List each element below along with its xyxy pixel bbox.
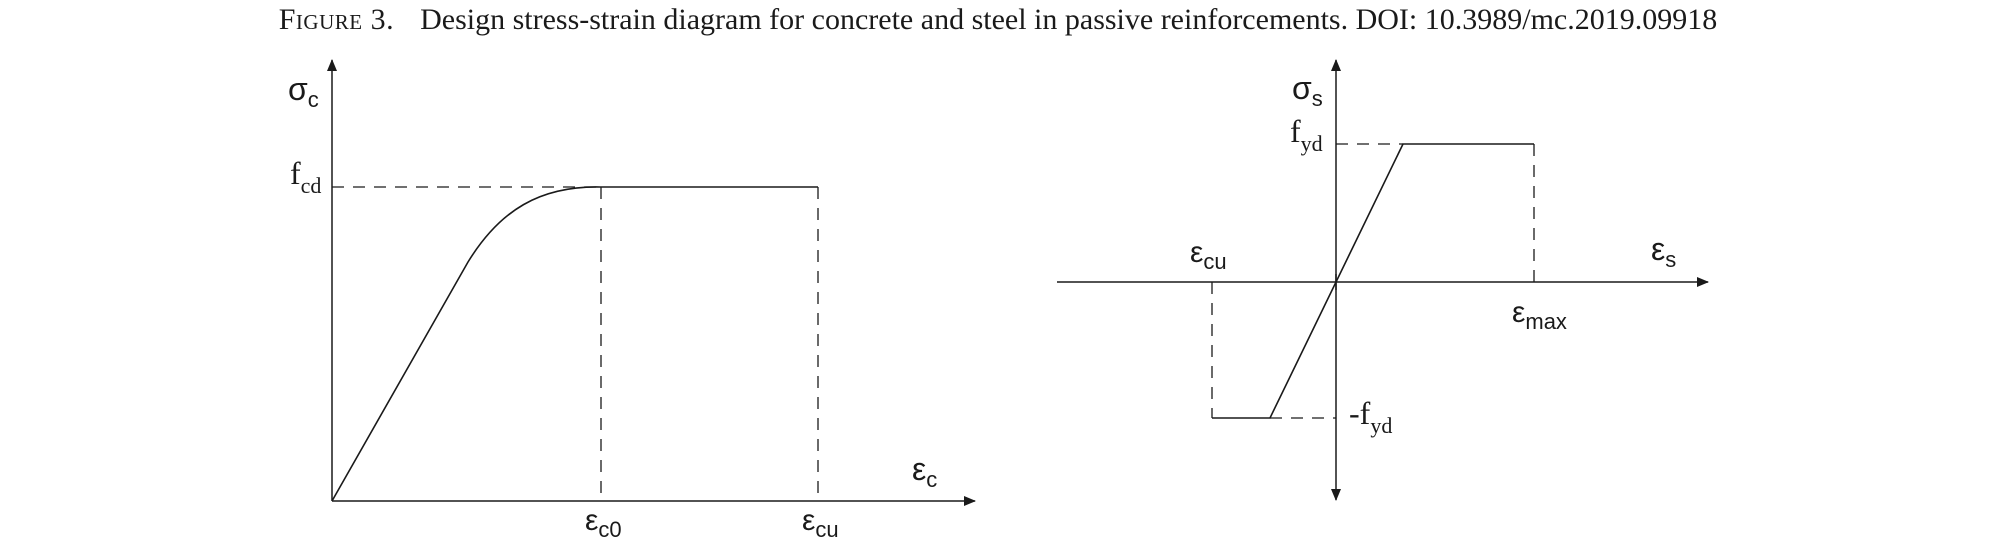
steel-emax-label: εmax [1512,296,1567,334]
concrete-y-axis-label: σc [288,71,319,112]
concrete-ec0-label: εc0 [585,504,622,538]
concrete-ecu-label: εcu [802,504,839,538]
steel-ecu-label: εcu [1190,236,1227,274]
figure-caption-text: Design stress-strain diagram for concret… [420,3,1718,36]
concrete-diagram: σc εc fcd εc0 εcu [288,59,976,538]
steel-neg-fyd-label: -fyd [1349,395,1392,438]
figure-caption: Figure 3. Design stress-strain diagram fo… [0,0,1996,40]
steel-stress-strain-curve [1212,143,1534,419]
steel-diagram: σs εs fyd -fyd εcu εmax [1057,59,1709,501]
steel-x-axis-label: εs [1651,231,1676,272]
concrete-x-axis-label: εc [912,451,937,492]
steel-fyd-label: fyd [1290,113,1323,156]
concrete-fcd-label: fcd [290,155,321,198]
steel-y-axis-label: σs [1292,70,1323,111]
figure-caption-label: Figure 3. [278,3,395,36]
concrete-stress-strain-curve [331,186,818,502]
